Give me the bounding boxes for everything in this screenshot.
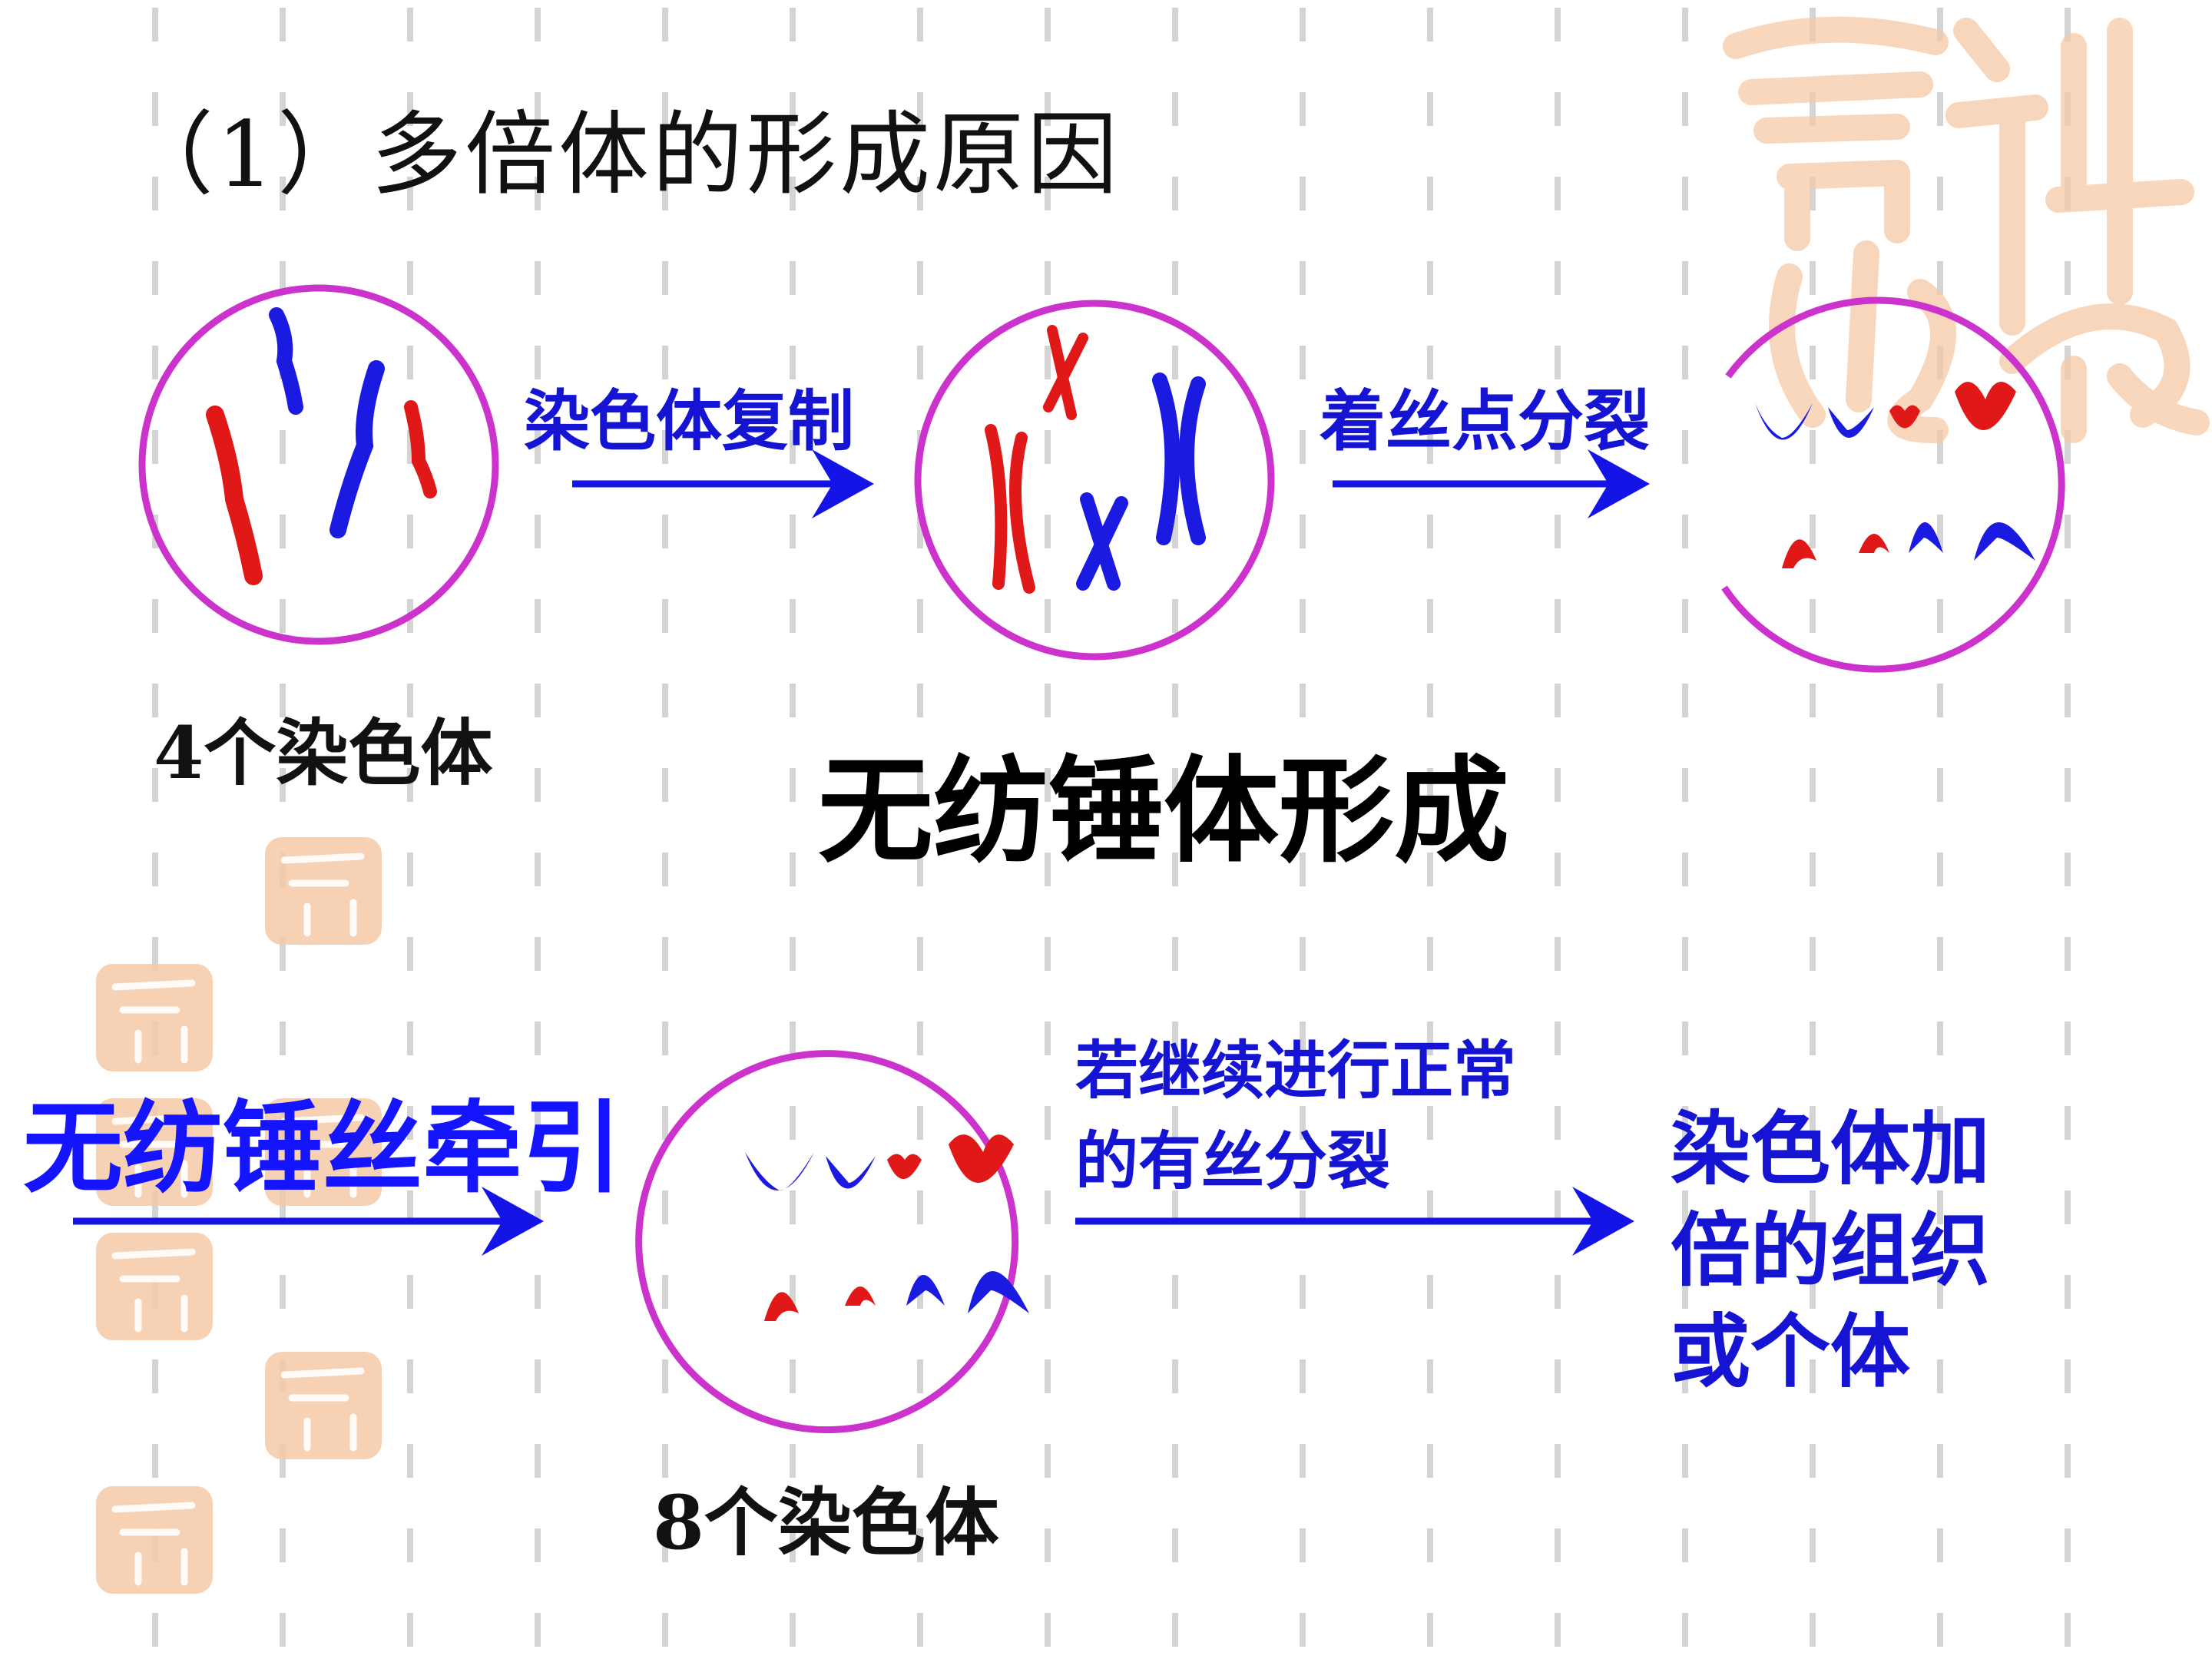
cell-2-replicated bbox=[914, 300, 1275, 661]
label-centromere-split: 着丝点分裂 bbox=[1320, 382, 1650, 460]
chromatid-red-c bbox=[764, 1292, 799, 1321]
chromosome-blue-2 bbox=[329, 360, 385, 538]
label-result-line-1: 染色体加 bbox=[1671, 1101, 1991, 1196]
cell-4-eight-chromosomes bbox=[635, 1050, 1029, 1434]
chromatid-red-a bbox=[887, 1154, 922, 1179]
label-result-line-3: 或个体 bbox=[1671, 1304, 1911, 1399]
chromosome-blue-x-small bbox=[1076, 492, 1128, 591]
chromatid-red-3 bbox=[1782, 539, 1816, 568]
label-continue-mitosis: 若继续进行正常 的有丝分裂 bbox=[1075, 1025, 1516, 1207]
chromatid-blue-c bbox=[906, 1275, 945, 1306]
label-eight-chromosomes: 8个染色体 bbox=[653, 1479, 999, 1566]
chromatid-blue-b bbox=[826, 1156, 876, 1189]
label-four-chromosomes: 4个染色体 bbox=[154, 711, 493, 796]
watermark-large bbox=[1723, 16, 2210, 443]
chromatid-blue-1 bbox=[1755, 403, 1813, 440]
cell-4-membrane bbox=[635, 1050, 1019, 1434]
chromatid-red-d bbox=[845, 1286, 876, 1306]
chromosome-red-x-large bbox=[985, 424, 1035, 594]
label-continue-line-2: 的有丝分裂 bbox=[1075, 1124, 1391, 1198]
cell-2-membrane bbox=[914, 300, 1275, 661]
heading-no-spindle-formed: 无纺锤体形成 bbox=[818, 745, 1510, 879]
label-continue-line-1: 若继续进行正常 bbox=[1075, 1034, 1517, 1108]
chromatid-red-1 bbox=[1889, 405, 1920, 429]
chromosome-red-2 bbox=[404, 400, 437, 498]
chromatid-blue-a bbox=[745, 1152, 814, 1190]
chromosome-blue-1 bbox=[269, 307, 303, 415]
chromosome-red-x-small bbox=[1043, 325, 1088, 420]
chromosome-blue-x-large bbox=[1152, 373, 1206, 545]
label-result-polyploid: 染色体加 倍的组织 或个体 bbox=[1671, 1098, 1990, 1402]
cell-1-four-chromosomes bbox=[138, 284, 499, 645]
chromatid-red-2 bbox=[1955, 382, 2016, 430]
chromatid-blue-4 bbox=[1974, 522, 2035, 561]
label-result-line-2: 倍的组织 bbox=[1671, 1203, 1991, 1297]
chromatid-blue-2 bbox=[1828, 407, 1874, 438]
label-chromosome-replication: 染色体复制 bbox=[524, 382, 854, 460]
chromosome-red-1 bbox=[206, 406, 263, 585]
chromatid-blue-3 bbox=[1909, 522, 1943, 553]
cell-1-membrane bbox=[138, 284, 499, 645]
chromatid-blue-d bbox=[968, 1271, 1029, 1313]
page-title: （1）多倍体的形成原因 bbox=[123, 101, 1121, 207]
cell-3-separated bbox=[1721, 296, 2065, 673]
chromatid-red-b bbox=[949, 1134, 1014, 1183]
label-no-spindle-fiber-pull: 无纺锤丝牵引 bbox=[23, 1089, 623, 1207]
cell-3-membrane bbox=[1721, 296, 2065, 673]
chromatid-red-4 bbox=[1859, 534, 1889, 553]
